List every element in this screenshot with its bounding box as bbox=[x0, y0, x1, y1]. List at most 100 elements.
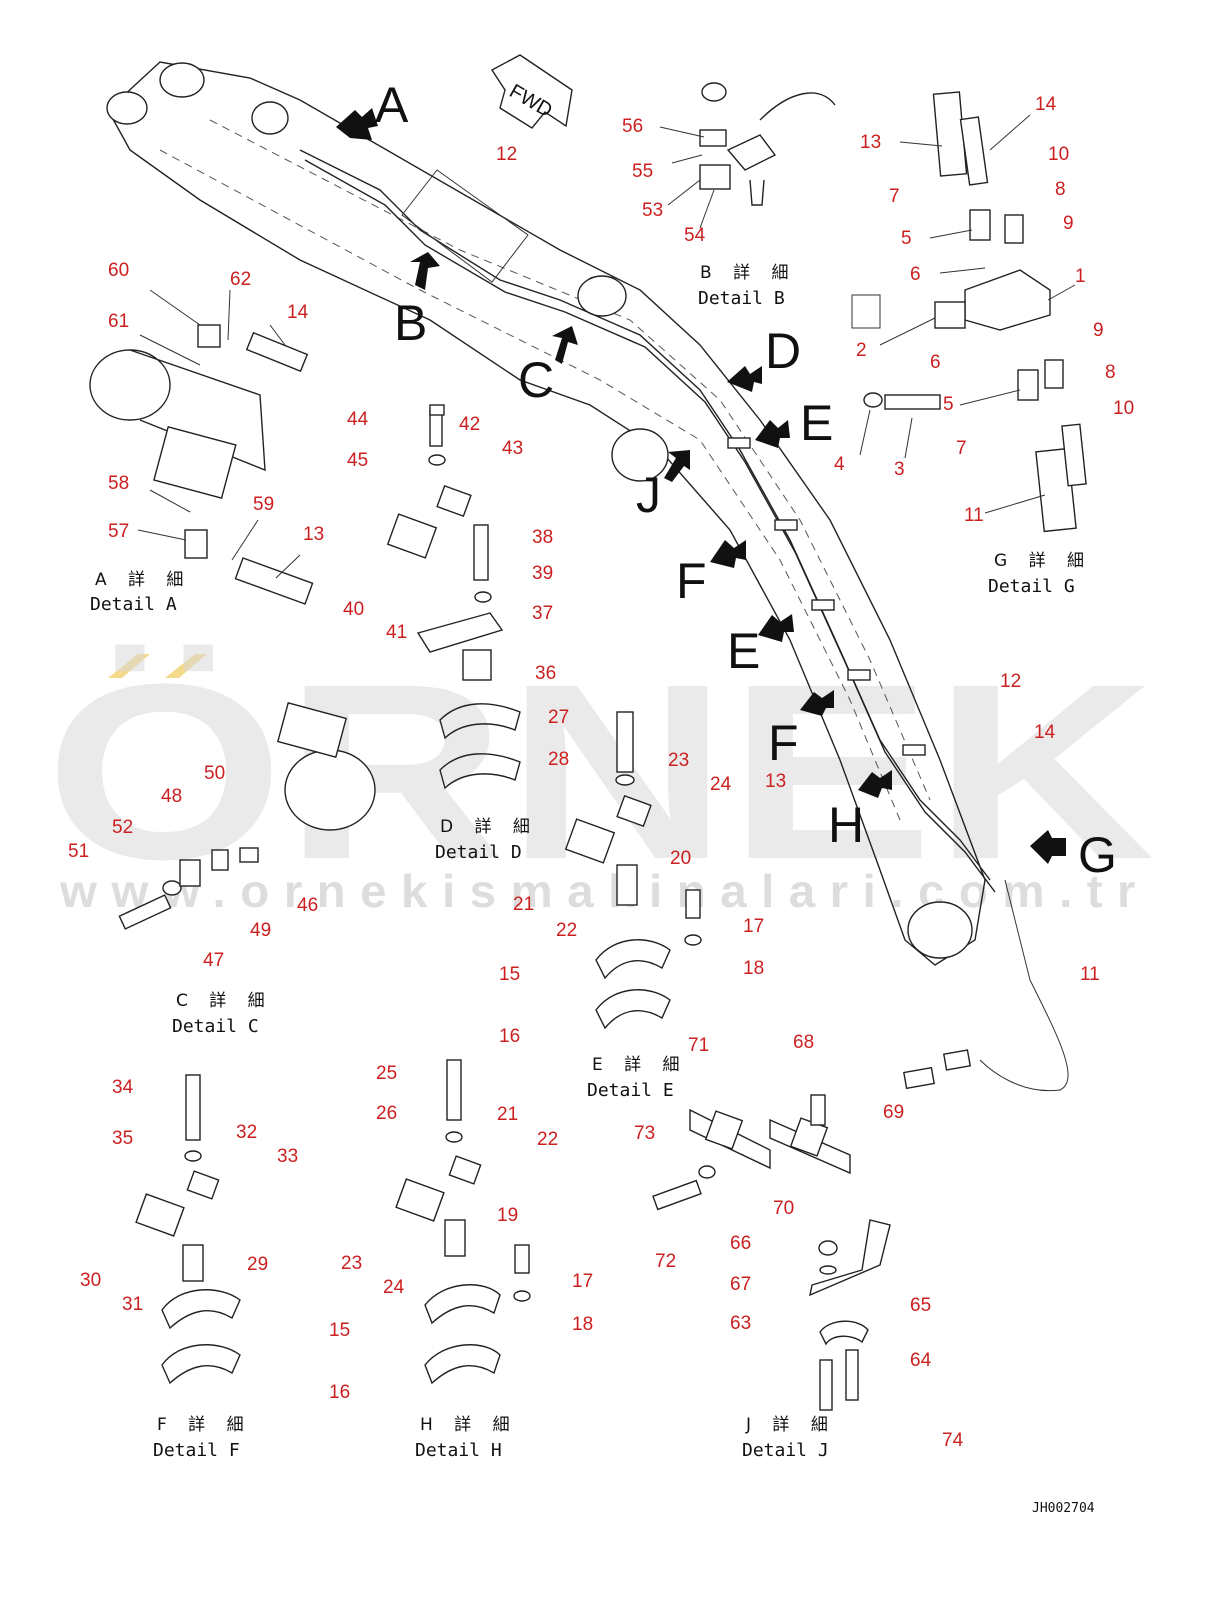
detail-e-drawing bbox=[564, 711, 702, 1030]
part-callout: 60 bbox=[108, 260, 129, 281]
part-callout: 23 bbox=[668, 750, 689, 771]
part-callout: 72 bbox=[655, 1251, 676, 1272]
view-letter: B bbox=[394, 295, 427, 351]
detail-g-label-jp: G 詳 細 bbox=[994, 551, 1092, 571]
part-callout: 10 bbox=[1048, 144, 1069, 165]
part-callout: 24 bbox=[710, 774, 732, 795]
part-callout: 63 bbox=[730, 1313, 751, 1334]
detail-h-label-jp: H 詳 細 bbox=[420, 1415, 518, 1435]
detail-f-drawing bbox=[135, 1074, 241, 1385]
part-callout: 13 bbox=[860, 132, 881, 153]
part-callout: 20 bbox=[670, 848, 691, 869]
part-callout: 57 bbox=[108, 521, 129, 542]
part-callout: 46 bbox=[297, 895, 318, 916]
detail-c-drawing bbox=[118, 702, 376, 930]
view-letter: A bbox=[375, 77, 409, 133]
part-callout: 37 bbox=[532, 603, 553, 624]
detail-b-drawing bbox=[659, 82, 836, 229]
view-letter: J bbox=[636, 467, 661, 523]
detail-f-label-en: Detail F bbox=[153, 1440, 240, 1461]
part-callout: 32 bbox=[236, 1122, 257, 1143]
drawing-code: JH002704 bbox=[1032, 1501, 1095, 1516]
view-letter: E bbox=[800, 395, 833, 451]
detail-g-label-en: Detail G bbox=[988, 576, 1075, 597]
view-letter-labels: A B C D E J F E F H G bbox=[375, 77, 1117, 883]
part-callout: 59 bbox=[253, 494, 274, 515]
arrow-e1-icon bbox=[755, 420, 790, 448]
part-callout: 28 bbox=[548, 749, 569, 770]
part-callout: 73 bbox=[634, 1123, 655, 1144]
part-callout: 66 bbox=[730, 1233, 751, 1254]
watermark-url: www.ornekismakinalari.com.tr bbox=[59, 865, 1150, 917]
part-callout: 5 bbox=[943, 394, 954, 415]
arrow-g-icon bbox=[1030, 830, 1066, 864]
part-callout: 51 bbox=[68, 841, 89, 862]
part-callout: 8 bbox=[1105, 362, 1116, 383]
part-callout: 35 bbox=[112, 1128, 133, 1149]
detail-labels: A 詳 細 Detail A B 詳 細 Detail B C 詳 細 Deta… bbox=[90, 263, 1092, 1461]
detail-e-label-jp: E 詳 細 bbox=[592, 1055, 688, 1075]
part-callout: 22 bbox=[537, 1129, 558, 1150]
detail-a-label-jp: A 詳 細 bbox=[95, 570, 191, 590]
part-callout: 70 bbox=[773, 1198, 794, 1219]
detail-e-label-en: Detail E bbox=[587, 1080, 674, 1101]
part-callout: 34 bbox=[112, 1077, 134, 1098]
detail-d-label-jp: D 詳 細 bbox=[440, 817, 538, 837]
part-callout: 74 bbox=[942, 1430, 964, 1451]
detail-f-label-jp: F 詳 細 bbox=[157, 1415, 252, 1435]
detail-b-label-jp: B 詳 細 bbox=[700, 263, 796, 283]
part-callout: 12 bbox=[496, 144, 517, 165]
part-callout: 21 bbox=[497, 1104, 518, 1125]
part-callout: 44 bbox=[347, 409, 369, 430]
part-callout: 71 bbox=[688, 1035, 709, 1056]
part-callout: 9 bbox=[1063, 213, 1074, 234]
arrow-h-icon bbox=[858, 770, 892, 798]
part-callout: 55 bbox=[632, 161, 653, 182]
part-callout: 18 bbox=[572, 1314, 593, 1335]
part-callout: 53 bbox=[642, 200, 663, 221]
part-callout: 16 bbox=[499, 1026, 520, 1047]
part-callout: 38 bbox=[532, 527, 553, 548]
part-callout: 14 bbox=[1034, 722, 1056, 743]
part-callout: 15 bbox=[329, 1320, 350, 1341]
part-callout: 40 bbox=[343, 599, 364, 620]
part-callout: 49 bbox=[250, 920, 271, 941]
view-arrows bbox=[336, 108, 1066, 864]
part-callout: 50 bbox=[204, 763, 225, 784]
view-letter: G bbox=[1078, 827, 1117, 883]
view-letter: D bbox=[765, 323, 801, 379]
part-callout: 2 bbox=[856, 340, 867, 361]
detail-j-label-jp: J 詳 細 bbox=[745, 1415, 836, 1435]
part-callout: 17 bbox=[743, 916, 764, 937]
part-callout: 14 bbox=[1035, 94, 1057, 115]
part-callout: 39 bbox=[532, 563, 553, 584]
part-callout: 7 bbox=[889, 186, 900, 207]
view-letter: F bbox=[676, 553, 707, 609]
part-callout: 8 bbox=[1055, 179, 1066, 200]
part-callout: 68 bbox=[793, 1032, 814, 1053]
part-callout: 13 bbox=[303, 524, 324, 545]
part-callout: 27 bbox=[548, 707, 569, 728]
detail-a-drawing bbox=[89, 289, 314, 605]
part-callout: 65 bbox=[910, 1295, 931, 1316]
part-callout: 5 bbox=[901, 228, 912, 249]
watermark-accent-right bbox=[165, 654, 207, 678]
arrow-f1-icon bbox=[710, 540, 746, 568]
view-letter: H bbox=[828, 797, 864, 853]
view-letter: C bbox=[518, 352, 554, 408]
detail-j-drawing bbox=[652, 1049, 972, 1411]
part-callout: 14 bbox=[287, 302, 309, 323]
detail-c-label-jp: C 詳 細 bbox=[176, 991, 273, 1011]
part-callout: 11 bbox=[1080, 964, 1100, 985]
arrow-f2-icon bbox=[800, 690, 834, 716]
part-callout: 1 bbox=[1075, 266, 1086, 287]
arrow-a-icon bbox=[336, 108, 378, 140]
part-callout: 61 bbox=[108, 311, 129, 332]
part-callout: 54 bbox=[684, 225, 706, 246]
part-callout: 56 bbox=[622, 116, 643, 137]
view-letter: F bbox=[768, 715, 799, 771]
part-callout: 42 bbox=[459, 414, 480, 435]
detail-b-label-en: Detail B bbox=[698, 288, 785, 309]
